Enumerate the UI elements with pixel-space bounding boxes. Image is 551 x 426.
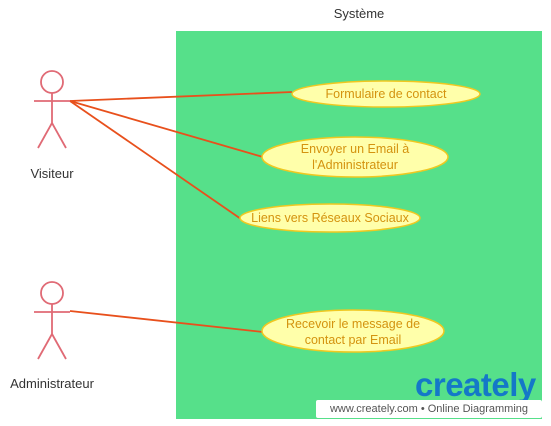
usecase-text-line-1: Envoyer un Email à bbox=[300, 142, 410, 156]
actor-right-leg bbox=[51, 122, 67, 149]
usecase-text: Liens vers Réseaux Sociaux bbox=[251, 211, 409, 225]
actor-label-administrateur[interactable]: Administrateur bbox=[10, 376, 94, 391]
watermark-tagline[interactable]: www.creately.com • Online Diagramming bbox=[316, 400, 542, 418]
actor-left-leg bbox=[37, 122, 53, 149]
actor-label-visiteur[interactable]: Visiteur bbox=[30, 166, 74, 181]
actor-head bbox=[40, 281, 64, 305]
usecase-liens-reseaux-sociaux[interactable]: Liens vers Réseaux Sociaux bbox=[240, 205, 420, 231]
usecase-recevoir-message[interactable]: Recevoir le message de contact par Email bbox=[262, 311, 444, 353]
usecase-formulaire-de-contact[interactable]: Formulaire de contact bbox=[292, 82, 480, 106]
system-title: Système bbox=[333, 6, 385, 21]
association-visiteur-uc2[interactable] bbox=[69, 100, 264, 158]
usecase-text-line-2: l'Administrateur bbox=[312, 158, 398, 172]
usecase-ellipse-uc1[interactable] bbox=[291, 80, 481, 108]
actor-administrateur[interactable] bbox=[34, 281, 70, 360]
usecase-envoyer-email[interactable]: Envoyer un Email à l'Administrateur bbox=[262, 137, 448, 177]
association-administrateur-uc4[interactable] bbox=[69, 310, 264, 333]
actor-right-leg bbox=[51, 333, 67, 360]
usecase-ellipse-uc4[interactable] bbox=[261, 309, 445, 353]
usecase-ellipse-uc2[interactable] bbox=[261, 136, 449, 178]
association-visiteur-uc1[interactable] bbox=[69, 91, 293, 102]
associations-layer bbox=[69, 91, 293, 333]
usecases-layer bbox=[239, 80, 481, 353]
actors-layer bbox=[34, 70, 70, 360]
usecase-text-line-1: Recevoir le message de bbox=[285, 317, 421, 331]
creately-logo: creately bbox=[415, 366, 536, 403]
usecase-text-line-2: contact par Email bbox=[304, 333, 402, 347]
association-visiteur-uc3[interactable] bbox=[69, 100, 242, 220]
actor-head bbox=[40, 70, 64, 94]
usecase-ellipse-uc3[interactable] bbox=[239, 203, 421, 233]
actor-left-leg bbox=[37, 333, 53, 360]
actor-visiteur[interactable] bbox=[34, 70, 70, 149]
usecase-text: Formulaire de contact bbox=[325, 87, 447, 101]
